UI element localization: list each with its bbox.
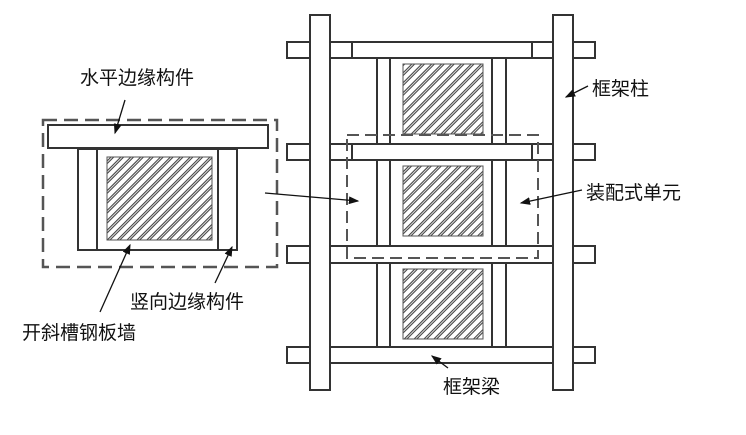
frame-columns <box>309 14 574 391</box>
label-horizontal-edge-member: 水平边缘构件 <box>80 67 195 89</box>
wall-panels <box>376 57 507 348</box>
label-frame-beam: 框架梁 <box>443 376 501 398</box>
unit-detail <box>41 118 279 269</box>
label-prefab-unit: 装配式单元 <box>586 182 682 204</box>
frame-beams <box>286 41 596 364</box>
prefab-unit-box <box>346 134 539 259</box>
label-frame-column: 框架柱 <box>592 78 650 100</box>
label-vertical-edge-member: 竖向边缘构件 <box>130 291 245 313</box>
arrows <box>99 85 589 369</box>
label-slotted-steel-plate-wall: 开斜槽钢板墙 <box>22 322 137 344</box>
